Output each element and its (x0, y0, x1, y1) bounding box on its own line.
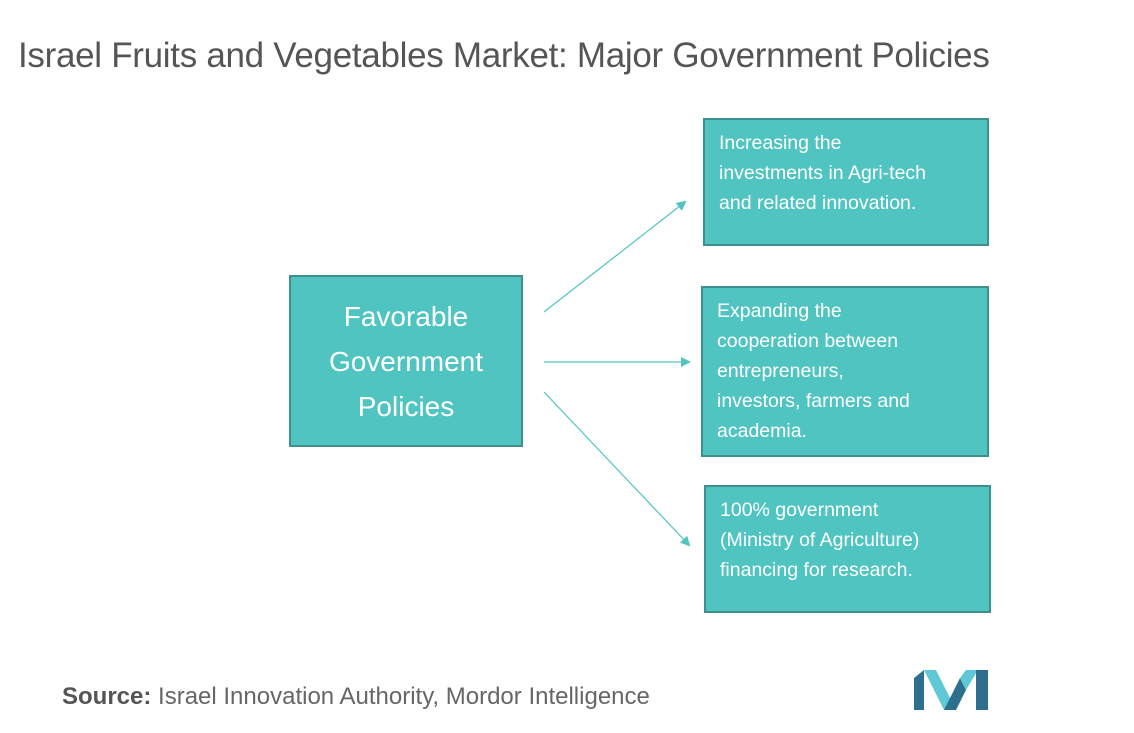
policy-box-agritech: Increasing the investments in Agri-tech … (703, 118, 989, 246)
arrow-to-policy-1 (543, 200, 687, 313)
source-label: Source: (62, 683, 152, 710)
policy-text-line: and related innovation. (719, 192, 917, 214)
policy-box-research-financing: 100% government (Ministry of Agriculture… (704, 485, 991, 613)
center-box-line: Policies (357, 390, 455, 422)
source-text: Israel Innovation Authority, Mordor Inte… (158, 683, 650, 710)
favorable-policies-box: Favorable Government Policies (289, 275, 523, 447)
page-title: Israel Fruits and Vegetables Market: Maj… (18, 36, 990, 75)
policy-text-line: entrepreneurs, (717, 360, 844, 382)
center-box-line: Favorable (343, 300, 469, 332)
policy-text-line: Expanding the (717, 300, 842, 322)
center-box-line: Government (328, 345, 484, 377)
policy-text-line: (Ministry of Agriculture) (720, 529, 920, 551)
policy-text-line: financing for research. (720, 559, 913, 581)
policy-text-line: Increasing the (719, 132, 842, 154)
policy-box-cooperation: Expanding the cooperation between entrep… (701, 286, 989, 457)
policy-text-line: investors, farmers and (717, 390, 910, 412)
policy-text-line: investments in Agri-tech (719, 162, 927, 184)
arrow-to-policy-3 (543, 391, 691, 547)
policy-text-line: 100% government (720, 499, 879, 521)
mordor-intelligence-logo-icon (914, 670, 988, 710)
policy-text-line: academia. (717, 420, 807, 442)
policy-text-line: cooperation between (717, 330, 899, 352)
source-note: Source: Israel Innovation Authority, Mor… (62, 683, 650, 711)
